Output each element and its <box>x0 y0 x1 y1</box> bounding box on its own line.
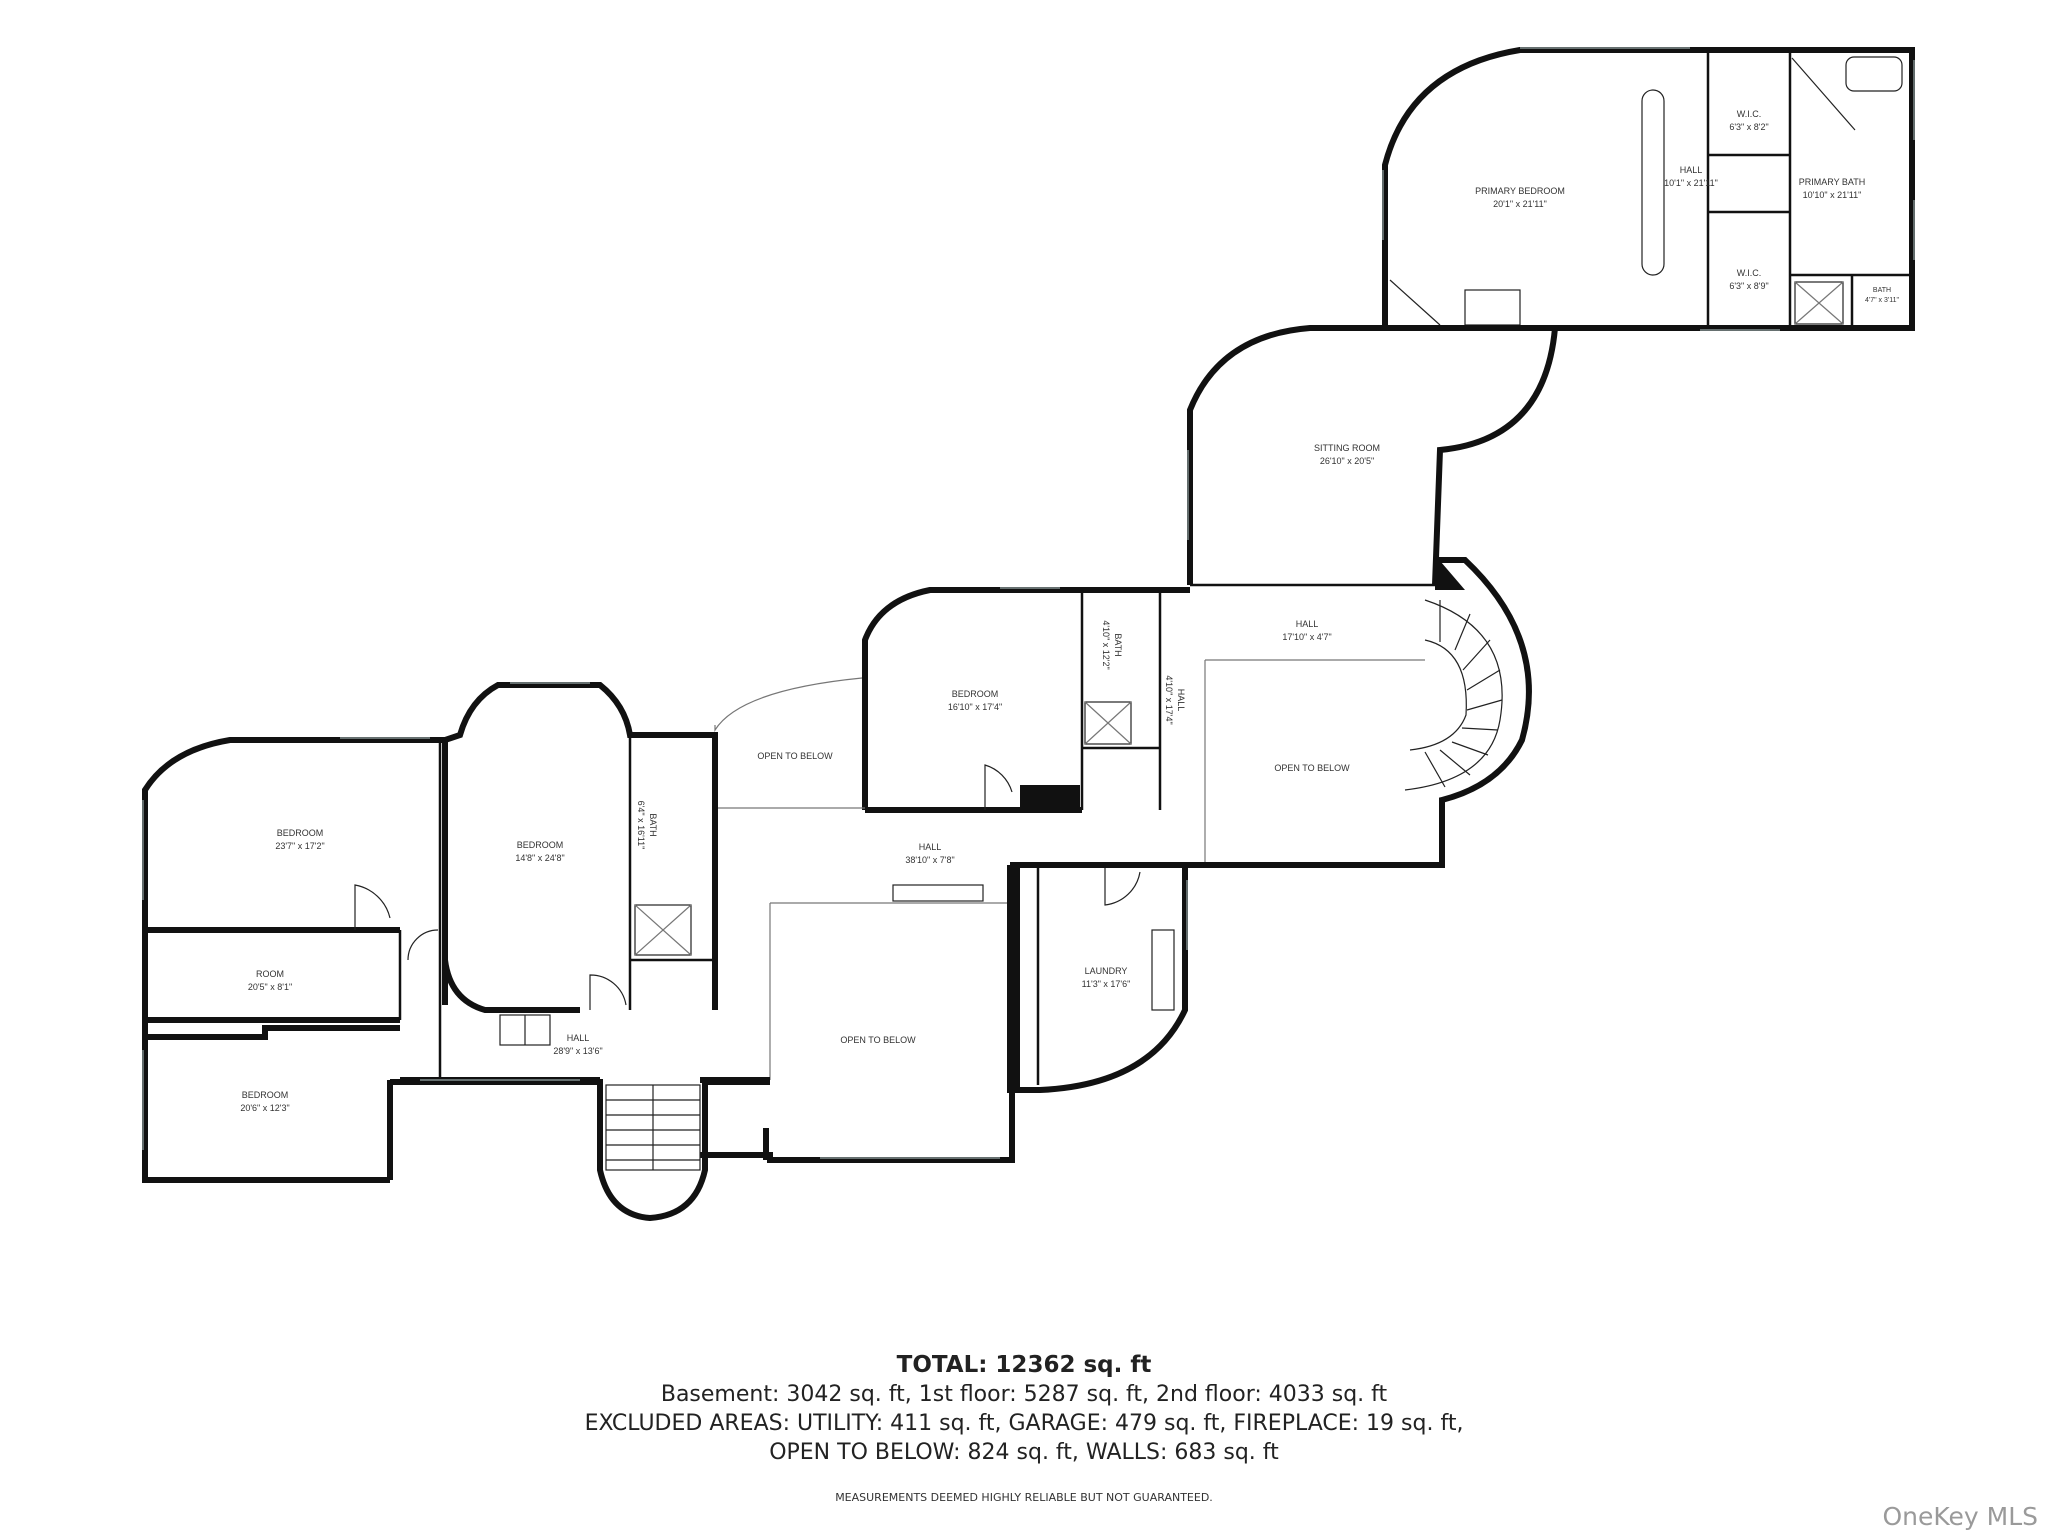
bottom-hall-walls <box>390 1014 770 1222</box>
laundry-label: LAUNDRY <box>1085 966 1128 976</box>
mid-bedroom-walls <box>862 587 1190 813</box>
excluded-areas: EXCLUDED AREAS: UTILITY: 411 sq. ft, GAR… <box>584 1411 1464 1436</box>
open-below-1-edge <box>714 677 863 733</box>
floor-areas: Basement: 3042 sq. ft, 1st floor: 5287 s… <box>660 1382 1388 1407</box>
mid-bath-dimensions: 4'10" x 12'2" <box>1101 620 1111 669</box>
left-bedroom-label: BEDROOM <box>277 828 324 838</box>
bottom-hall-dimensions: 28'9" x 13'6" <box>553 1046 602 1056</box>
wic-top-dimensions: 6'3" x 8'2" <box>1729 122 1768 132</box>
center-bedroom-dimensions: 14'8" x 24'8" <box>515 853 564 863</box>
bottom-hall-label: HALL <box>567 1033 590 1043</box>
excluded-areas-continued: OPEN TO BELOW: 824 sq. ft, WALLS: 683 sq… <box>769 1440 1279 1465</box>
open-below-1-label: OPEN TO BELOW <box>757 751 833 761</box>
main-hall-walls <box>700 865 1015 1163</box>
small-bath-label: BATH <box>1873 287 1891 294</box>
watermark-logo: OneKey MLS <box>1882 1502 2038 1531</box>
primary-bath-label: PRIMARY BATH <box>1799 177 1866 187</box>
primary-bedroom-label: PRIMARY BEDROOM <box>1475 186 1565 196</box>
total-area: TOTAL: 12362 sq. ft <box>896 1352 1152 1378</box>
vertical-hall-label: HALL <box>1176 689 1186 712</box>
open-below-2-label: OPEN TO BELOW <box>840 1035 916 1045</box>
bottom-bedroom-dimensions: 20'6" x 12'3" <box>240 1103 289 1113</box>
primary-bath-dimensions: 10'10" x 21'11" <box>1803 190 1862 200</box>
vertical-hall-dimensions: 4'10" x 17'4" <box>1164 675 1174 724</box>
left-bath-dimensions: 6'4" x 16'11" <box>636 801 646 850</box>
upper-hall-walls <box>1010 555 1532 868</box>
upper-hall-dimensions: 17'10" x 4'7" <box>1282 632 1331 642</box>
spiral-stair <box>1404 599 1503 791</box>
primary-hall-dimensions: 10'1" x 21'11" <box>1664 178 1718 188</box>
measurement-disclaimer: MEASUREMENTS DEEMED HIGHLY RELIABLE BUT … <box>835 1491 1213 1504</box>
wic-bottom-dimensions: 6'3" x 8'9" <box>1729 281 1768 291</box>
left-wing-windows <box>142 737 430 1150</box>
upper-hall-label: HALL <box>1296 619 1319 629</box>
mid-bedroom-dimensions: 16'10" x 17'4" <box>948 702 1002 712</box>
sitting-room-walls <box>1187 325 1559 586</box>
left-bedroom-dimensions: 23'7" x 17'2" <box>275 841 324 851</box>
primary-suite-walls <box>1382 47 1915 331</box>
left-wing-walls <box>142 737 770 1183</box>
sitting-room-label: SITTING ROOM <box>1314 443 1380 453</box>
center-bedroom-walls <box>442 682 718 1013</box>
open-below-3-label: OPEN TO BELOW <box>1274 763 1350 773</box>
bottom-bedroom-label: BEDROOM <box>242 1090 289 1100</box>
main-hall-dimensions: 38'10" x 7'8" <box>905 855 954 865</box>
room-label: ROOM <box>256 969 284 979</box>
sitting-room-dimensions: 26'10" x 20'5" <box>1320 456 1374 466</box>
mid-bath-label: BATH <box>1113 633 1123 656</box>
center-bedroom-label: BEDROOM <box>517 840 564 850</box>
primary-hall-label: HALL <box>1680 165 1703 175</box>
small-bath-dimensions: 4'7" x 3'11" <box>1865 297 1899 304</box>
mid-bedroom-label: BEDROOM <box>952 689 999 699</box>
left-bath-label: BATH <box>648 813 658 836</box>
laundry-dimensions: 11'3" x 17'6" <box>1082 979 1131 989</box>
area-summary: TOTAL: 12362 sq. ft Basement: 3042 sq. f… <box>0 1350 2048 1467</box>
primary-bedroom-dimensions: 20'1" x 21'11" <box>1493 199 1547 209</box>
laundry-walls <box>1007 865 1188 1093</box>
main-hall-label: HALL <box>919 842 942 852</box>
wic-bottom-label: W.I.C. <box>1737 268 1762 278</box>
room-dimensions: 20'5" x 8'1" <box>248 982 292 992</box>
wic-top-label: W.I.C. <box>1737 109 1762 119</box>
primary-suite-windows <box>1382 47 1915 331</box>
